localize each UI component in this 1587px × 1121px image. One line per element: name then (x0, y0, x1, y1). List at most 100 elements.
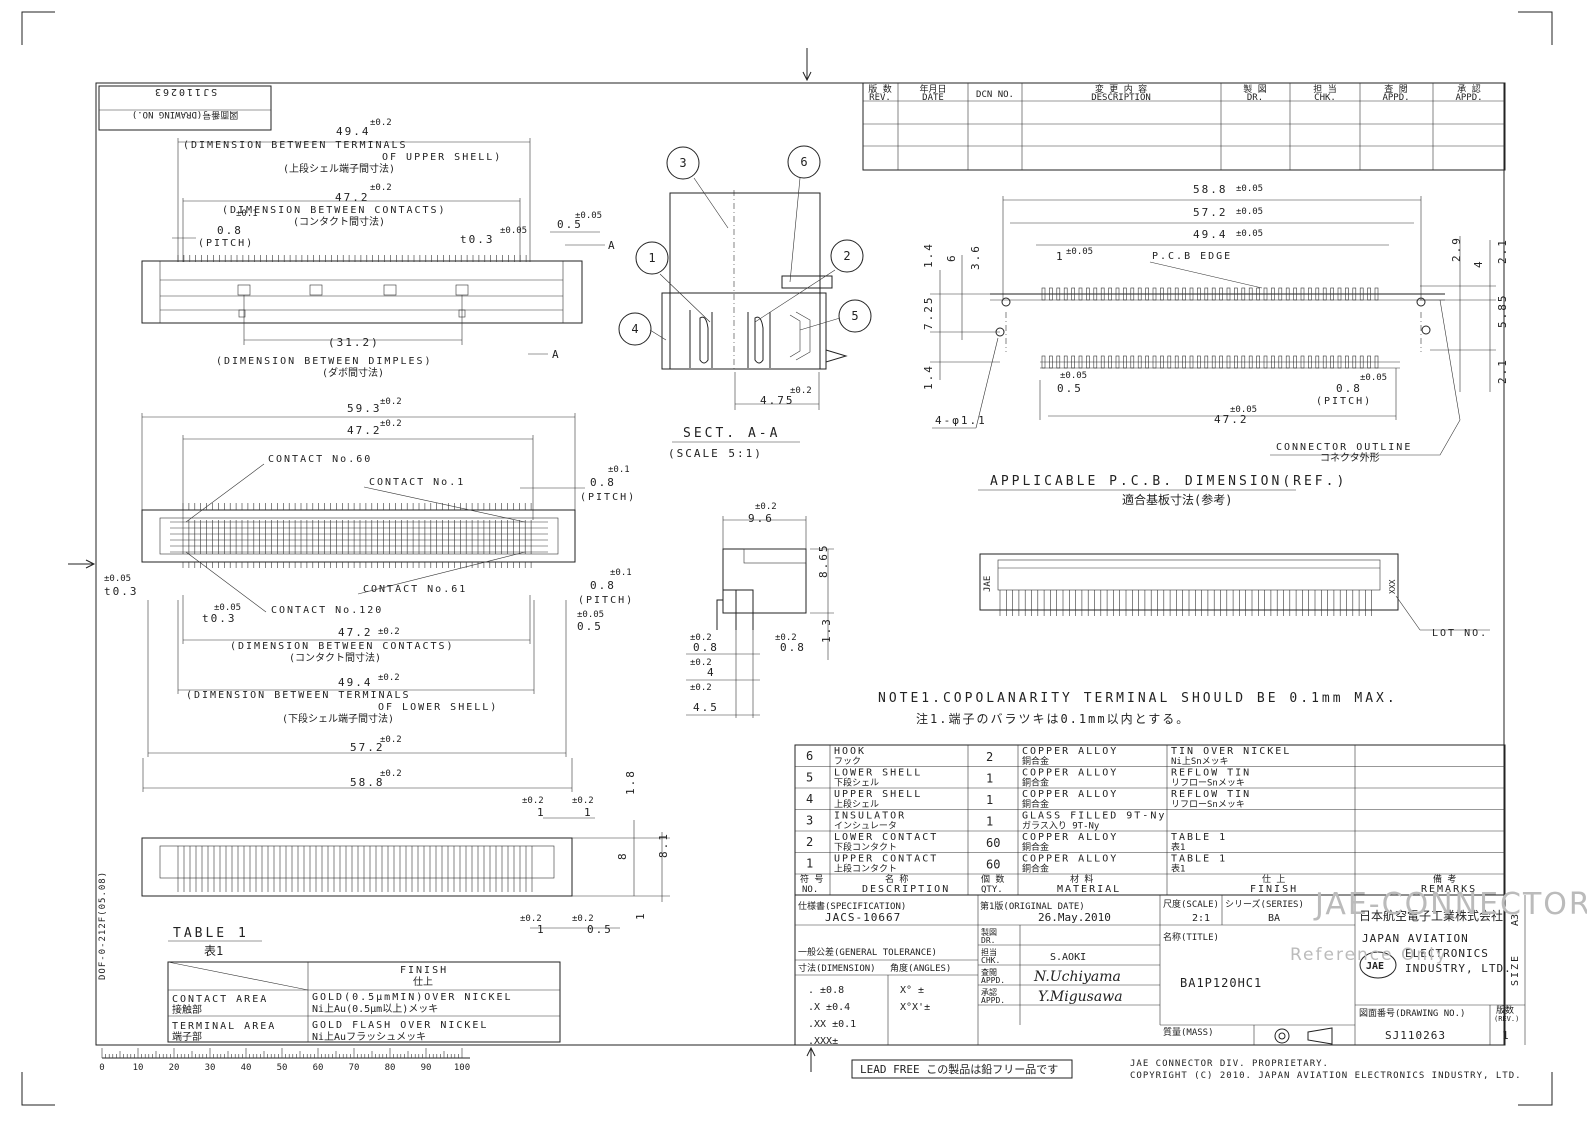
tol: ±0.2 (572, 796, 594, 806)
pad-row-upper (1041, 287, 1379, 301)
table1-row2-finish-jp: Ni上Auフラッシュメッキ (312, 1031, 426, 1043)
side-w: 9.6 (748, 512, 774, 525)
bottom-d18: 1.8 (624, 769, 637, 795)
front-dim-593: 59.3 (347, 402, 382, 415)
label-terminals-upper-1: (DIMENSION BETWEEN TERMINALS (183, 140, 408, 151)
pcb-v-14a: 1.4 (922, 242, 935, 268)
part-desc: LOWER SHELL (834, 768, 922, 779)
pad (1308, 287, 1312, 301)
table1-row2-area-jp: 端子部 (172, 1030, 202, 1043)
front-dim-588: 58.8 (350, 776, 385, 789)
tol: ±0.05 (500, 226, 527, 236)
side-v13: 1.3 (820, 617, 833, 643)
pcb-outline-jp: コネクタ外形 (1320, 452, 1380, 464)
table-1: TABLE 1 表1 FINISH 仕上 CONTACT AREA 接触部 GO… (167, 926, 561, 1043)
tol: ±0.2 (380, 769, 402, 779)
side-view: ±0.2 9.6 8.65 1.3 ±0.2 0.8 ±0.2 0.8 ±0.2… (686, 502, 834, 718)
pad (1263, 287, 1268, 301)
pad (1145, 287, 1149, 301)
leader (799, 317, 841, 331)
label-dimples-jp: (ダボ間寸法) (322, 366, 384, 379)
label-terminals-upper-jp: (上段シェル端子間寸法) (283, 162, 395, 175)
tol: ±0.05 (104, 574, 131, 584)
pad (1189, 287, 1194, 301)
note-jp: 注1.端子のバラツキは0.1mm以内とする。 (916, 711, 1190, 726)
company-jp: 日本航空電子工業株式会社 (1359, 908, 1503, 923)
table1-row1-finish: GOLD(0.5μmMIN)OVER NICKEL (312, 992, 513, 1003)
tol: ±0.05 (575, 211, 602, 221)
pad (1204, 287, 1209, 301)
rev-header-desc: DESCRIPTION (1091, 93, 1151, 103)
front-pitch-label-top: (PITCH) (580, 492, 636, 503)
pad (1211, 287, 1216, 301)
label-contacts-jp: (コンタクト間寸法) (293, 215, 385, 228)
ruler-label: 30 (205, 1063, 216, 1073)
part-desc-jp: 下段コンタクト (834, 841, 897, 853)
size-value: A3 (1510, 914, 1521, 926)
drawing-number-box: SJ110263 図面番号(DRAWING NO.) (98, 85, 272, 131)
front-dim-494: 49.4 (338, 676, 373, 689)
part-qty: 60 (986, 858, 1000, 872)
pcb-v-36: 3.6 (969, 244, 982, 270)
company-3: INDUSTRY, LTD. (1405, 962, 1512, 975)
pad (1300, 287, 1305, 301)
tol: ±0.1 (236, 209, 258, 219)
balloon-label: 1 (648, 251, 655, 265)
pad (1197, 287, 1201, 301)
company-1: JAPAN AVIATION (1362, 932, 1469, 945)
rev-header-dr: DR. (1247, 93, 1263, 103)
dimple (309, 284, 323, 296)
dimples (237, 284, 469, 318)
rev-label-en: (REV.) (1494, 1015, 1519, 1023)
pad (1256, 287, 1260, 301)
center-arrows (68, 48, 816, 1072)
appd2-label: 承認 (981, 987, 997, 997)
title-label: 名称(TITLE) (1163, 931, 1219, 943)
table1-row2-finish: GOLD FLASH OVER NICKEL (312, 1020, 488, 1031)
contact-rows (170, 520, 548, 554)
projection-symbol (1274, 1027, 1333, 1045)
part-finish: REFLOW TIN (1171, 789, 1251, 800)
revision-table: 版 数 REV. 年月日 DATE DCN NO. 変 更 内 容 DESCRI… (862, 82, 1506, 171)
pad (1248, 287, 1253, 301)
orig-label: 第1版(ORIGINAL DATE) (980, 900, 1085, 912)
pad (1367, 287, 1371, 301)
tol: ±0.05 (1230, 405, 1257, 415)
part-qty: 2 (986, 750, 993, 764)
tol: ±0.1 (608, 465, 630, 475)
note: NOTE1.COPOLANARITY TERMINAL SHOULD BE 0.… (878, 691, 1398, 726)
part-material: COPPER ALLOY (1022, 789, 1118, 800)
t03: t0.3 (460, 233, 495, 246)
part-desc-jp: インシュレータ (834, 821, 897, 832)
pad (1271, 287, 1275, 301)
note-en: NOTE1.COPOLANARITY TERMINAL SHOULD BE 0.… (878, 691, 1398, 706)
pad (1071, 287, 1075, 301)
tol: ±0.05 (577, 610, 604, 620)
part-finish: TABLE 1 (1171, 854, 1227, 865)
ruler-label: 70 (349, 1063, 360, 1073)
part-qty: 1 (986, 772, 993, 786)
balloon (838, 299, 872, 333)
tol: ±0.2 (520, 914, 542, 924)
ruler-label: 0 (99, 1063, 104, 1073)
part-material-jp: 銅合金 (1022, 863, 1049, 875)
table1-row2-area: TERMINAL AREA (172, 1021, 276, 1032)
part-material: COPPER ALLOY (1022, 854, 1118, 865)
ruler-label: 20 (169, 1063, 180, 1073)
pad (1226, 287, 1231, 301)
pcb-v-29: 2.9 (1450, 236, 1463, 262)
section-scale: (SCALE 5:1) (668, 447, 763, 460)
pad (1322, 287, 1327, 301)
rev-header-appd1: APPD. (1382, 93, 1409, 103)
part-material: COPPER ALLOY (1022, 746, 1118, 757)
pcb-v-14b: 1.4 (922, 364, 935, 390)
company-2: ELECTRONICS (1405, 947, 1489, 960)
ruler-label: 90 (421, 1063, 432, 1073)
pin-row-top (177, 255, 527, 262)
balloon-label: 2 (843, 249, 850, 263)
pad (1160, 287, 1164, 301)
balloon-label: 4 (631, 322, 638, 336)
part-desc-jp: 上段コンタクト (834, 863, 897, 875)
ruler-label: 10 (133, 1063, 144, 1073)
